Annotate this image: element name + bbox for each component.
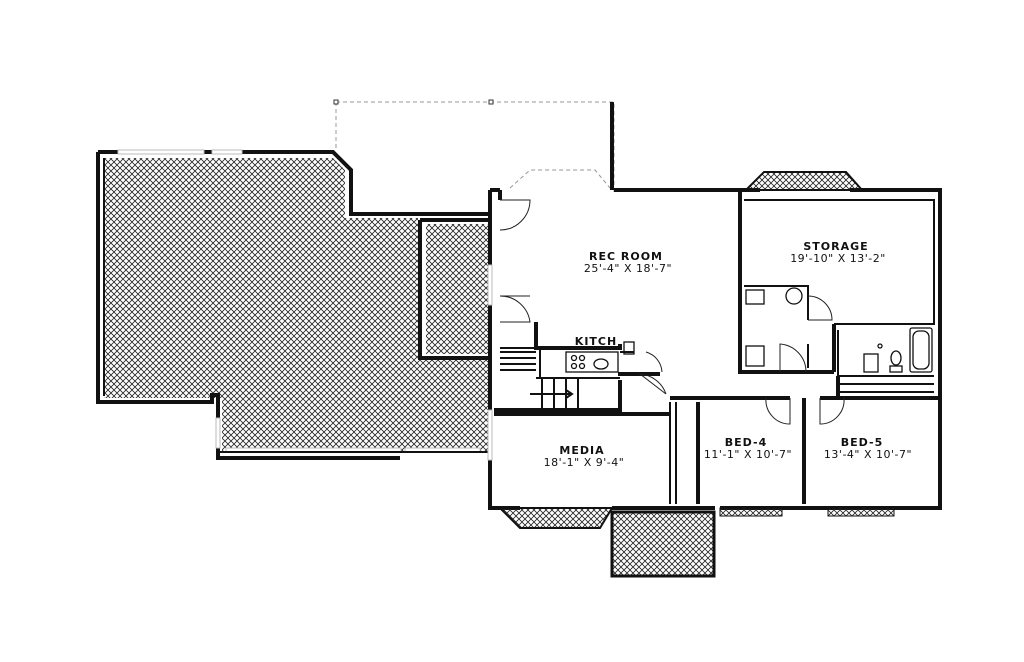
- rec-room-name: REC ROOM: [589, 250, 663, 263]
- rec-room-dims: 25'-4" X 18'-7": [584, 262, 672, 275]
- room-bed-4: BED-4 11'-1" X 10'-7": [704, 436, 792, 461]
- patio-slab: [418, 218, 490, 360]
- storage-name: STORAGE: [803, 240, 868, 253]
- kitchen-fixtures: [565, 341, 635, 373]
- kitchen-name: KITCH: [575, 335, 617, 348]
- media-name: MEDIA: [559, 444, 604, 457]
- bay-window-storage: [743, 171, 865, 191]
- room-bed-5: BED-5 13'-4" X 10'-7": [824, 436, 912, 461]
- bay-window-media: [497, 507, 614, 529]
- deck-outline: [333, 99, 615, 192]
- bed4-name: BED-4: [725, 436, 767, 449]
- window-wells: [719, 507, 895, 517]
- room-rec-room: REC ROOM 25'-4" X 18'-7": [584, 250, 672, 275]
- media-dims: 18'-1" X 9'-4": [544, 456, 625, 469]
- garage-slab: [96, 149, 490, 460]
- bed5-name: BED-5: [841, 436, 883, 449]
- storage-dims: 19'-10" X 13'-2": [790, 252, 886, 265]
- interior-walls: [494, 196, 940, 504]
- room-media: MEDIA 18'-1" X 9'-4": [544, 444, 625, 469]
- bathroom-fixtures: [745, 287, 933, 373]
- room-kitchen: KITCH: [575, 335, 617, 348]
- room-storage: STORAGE 19'-10" X 13'-2": [790, 240, 886, 265]
- front-porch: [610, 510, 716, 578]
- stairs: [500, 351, 620, 410]
- bed4-dims: 11'-1" X 10'-7": [704, 448, 792, 461]
- door-swings: [499, 199, 845, 425]
- bed5-dims: 13'-4" X 10'-7": [824, 448, 912, 461]
